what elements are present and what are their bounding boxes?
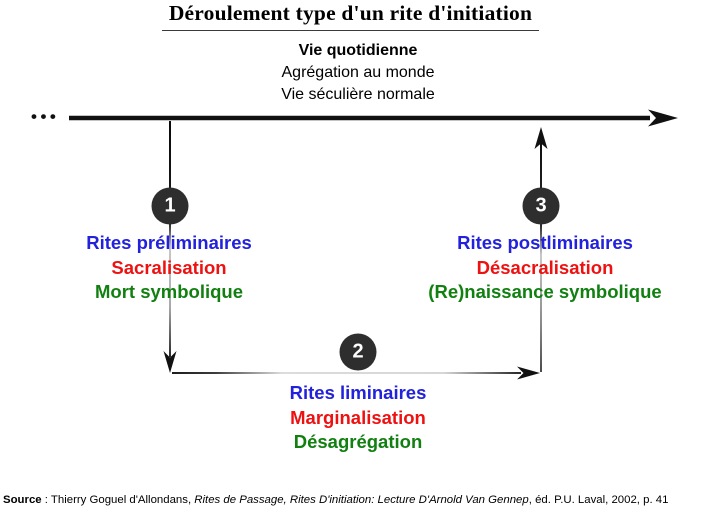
ascent-arrowhead-icon [534, 127, 548, 149]
step-3-title: Rites postliminaires [457, 232, 633, 253]
source-authors: : Thierry Goguel d'Allondans, [41, 494, 195, 506]
phase-everyday-line-2: Agrégation au monde [281, 64, 435, 81]
step-1-labels: Rites préliminaires Sacralisation Mort s… [86, 231, 252, 305]
source-citation: Source : Thierry Goguel d'Allondans, Rit… [3, 494, 668, 506]
timeline-arrowhead-icon [648, 109, 678, 127]
step-2-meaning: Désagrégation [293, 431, 423, 452]
step-1-phase: Sacralisation [111, 256, 227, 278]
liminal-arrowhead-icon [517, 366, 540, 380]
step-1-badge: 1 [151, 187, 189, 225]
phase-everyday-line-3: Vie séculière normale [281, 86, 435, 103]
step-2-labels: Rites liminaires Marginalisation Désagré… [290, 381, 427, 455]
page-title: Déroulement type d'un rite d'initiation [161, 0, 540, 31]
title-bar: Déroulement type d'un rite d'initiation [0, 0, 701, 31]
phase-everyday-life: Vie quotidienne Agrégation au monde Vie … [281, 40, 435, 106]
step-3-labels: Rites postliminaires Désacralisation (Re… [428, 231, 661, 305]
source-publication: , éd. P.U. Laval, 2002, p. 41 [528, 494, 669, 506]
descent-arrowhead-icon [163, 351, 177, 373]
source-label: Source [3, 494, 42, 506]
step-3-phase: Désacralisation [476, 256, 614, 278]
step-3-meaning: (Re)naissance symbolique [428, 281, 662, 302]
step-2-phase: Marginalisation [290, 406, 426, 428]
step-2-badge: 2 [339, 333, 377, 371]
timeline-ellipsis: ••• [31, 107, 60, 126]
phase-everyday-title: Vie quotidienne [298, 42, 418, 59]
step-2-title: Rites liminaires [289, 382, 427, 403]
step-1-meaning: Mort symbolique [94, 281, 244, 302]
step-1-title: Rites préliminaires [86, 232, 252, 253]
source-work-title: Rites de Passage, Rites D'initiation: Le… [194, 494, 529, 506]
step-3-badge: 3 [522, 187, 560, 225]
